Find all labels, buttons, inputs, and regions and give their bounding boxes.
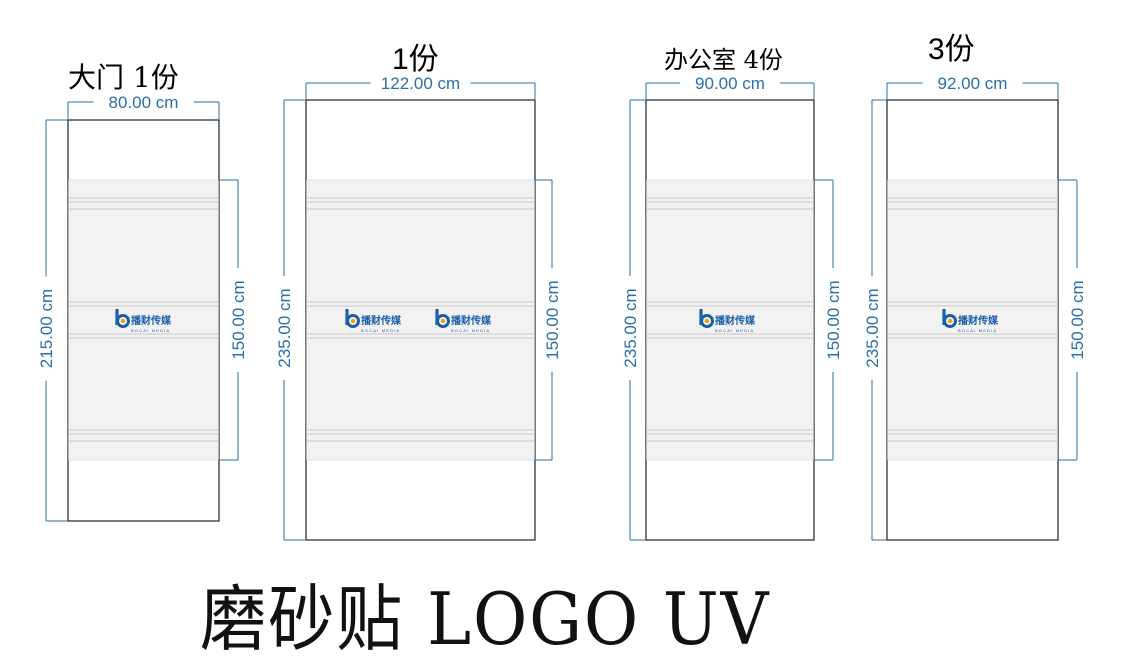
width-label-bg [93, 92, 194, 112]
height-label: 235.00 cm [275, 288, 294, 367]
frosted-band [306, 179, 535, 461]
band-label: 150.00 cm [824, 280, 843, 359]
height-label-bg [274, 276, 294, 380]
width-label-bg [370, 73, 471, 93]
logo-ring [943, 314, 957, 328]
logo-subtitle: BOCAI MEDIA [451, 328, 490, 333]
band-label-bg [542, 268, 562, 372]
band-label: 150.00 cm [229, 280, 248, 359]
band-label-bg [228, 268, 248, 372]
logo-dot [120, 318, 126, 324]
band-label-bg [823, 268, 843, 372]
width-label: 80.00 cm [109, 93, 179, 112]
band-label: 150.00 cm [543, 280, 562, 359]
logo-ring [436, 314, 450, 328]
logo-subtitle: BOCAI MEDIA [715, 328, 754, 333]
logo-ring [116, 314, 130, 328]
height-label: 215.00 cm [37, 289, 56, 368]
logo-name: 播财传媒 [958, 314, 999, 327]
logo-ring [700, 314, 714, 328]
frosted-band [887, 179, 1058, 461]
panel-title-1: 大门 1份 [68, 61, 179, 94]
logo-name: 播财传媒 [451, 314, 492, 327]
panel-title-2: 1份 [392, 43, 439, 76]
band-label-bg [1067, 268, 1087, 372]
logo-subtitle: BOCAI MEDIA [361, 328, 400, 333]
panel-title-4: 3份 [928, 33, 975, 66]
logo-dot [350, 318, 356, 324]
panel-title-3: 办公室 4份 [664, 46, 783, 74]
logo-name: 播财传媒 [715, 314, 756, 327]
height-label-bg [862, 276, 882, 380]
logo-dot [704, 318, 710, 324]
logo-dot [440, 318, 446, 324]
logo-ring [346, 314, 360, 328]
width-label: 122.00 cm [381, 74, 460, 93]
width-label: 90.00 cm [695, 74, 765, 93]
band-label: 150.00 cm [1068, 280, 1087, 359]
height-label: 235.00 cm [621, 288, 640, 367]
width-label: 92.00 cm [938, 74, 1008, 93]
width-label-bg [922, 73, 1023, 93]
frosted-band [646, 179, 814, 461]
logo-name: 播财传媒 [131, 314, 172, 327]
logo-dot [947, 318, 953, 324]
logo-subtitle: BOCAI MEDIA [958, 328, 997, 333]
height-label-bg [620, 276, 640, 380]
logo-subtitle: BOCAI MEDIA [131, 328, 170, 333]
width-label-bg [680, 73, 780, 93]
frosted-band [68, 179, 219, 461]
height-label-bg [36, 276, 56, 381]
bottom-title: 磨砂贴 LOGO UV [200, 577, 771, 661]
height-label: 235.00 cm [863, 288, 882, 367]
logo-name: 播财传媒 [361, 314, 402, 327]
